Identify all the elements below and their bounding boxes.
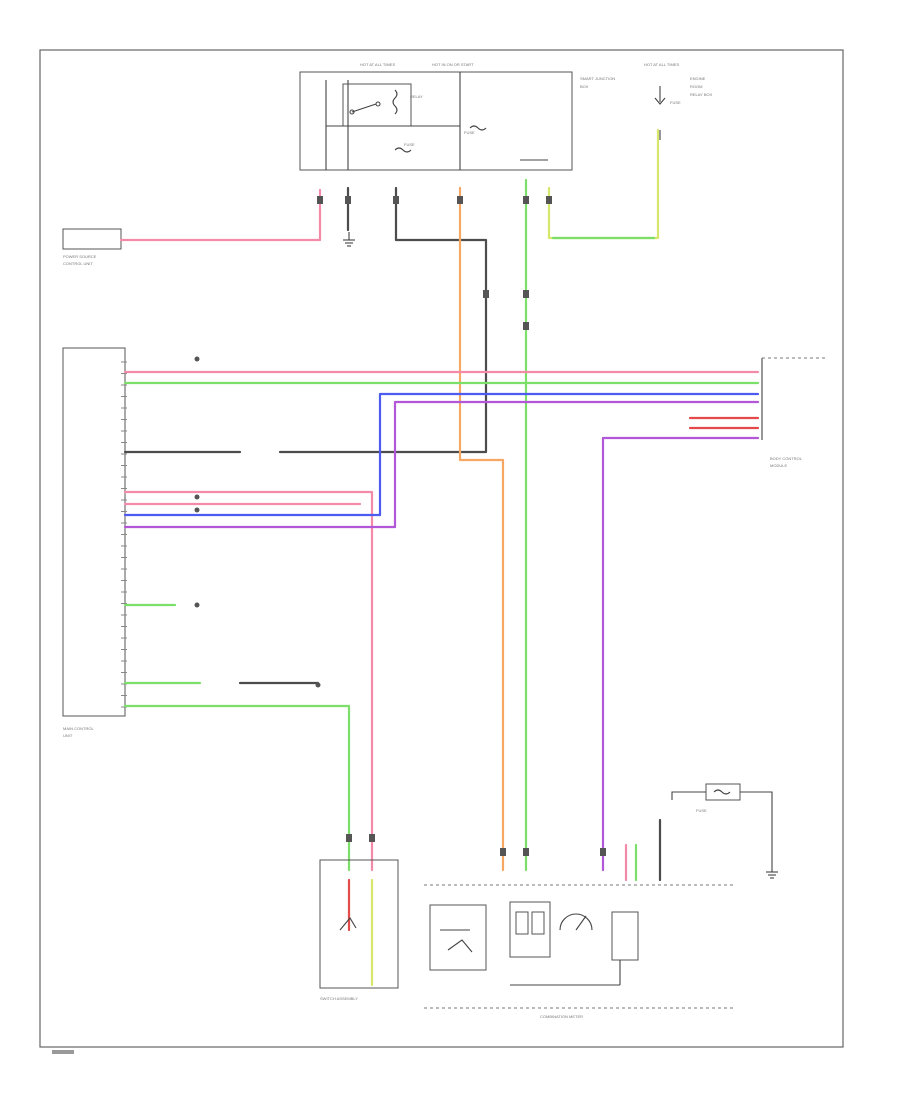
right-connector: BODY CONTROL MODULE (761, 357, 828, 468)
wire-darkgray-loop (278, 186, 488, 454)
svg-text:FUSE: FUSE (696, 808, 707, 813)
svg-text:FUSE: FUSE (404, 142, 415, 147)
svg-text:MODULE: MODULE (770, 463, 787, 468)
svg-text:CONTROL UNIT: CONTROL UNIT (63, 261, 93, 266)
left-top-connector-box (62, 228, 122, 250)
svg-text:ENGINE: ENGINE (690, 76, 706, 81)
inline-connectors (194, 196, 606, 856)
wire-pink-top (119, 188, 322, 242)
footer-code (52, 1050, 74, 1054)
svg-text:POWER SOURCE: POWER SOURCE (63, 254, 97, 259)
svg-text:COMBINATION METER: COMBINATION METER (540, 1014, 583, 1019)
wire-violet-right (601, 436, 760, 872)
svg-text:HOT AT ALL TIMES: HOT AT ALL TIMES (644, 62, 679, 67)
junction-block: HOT AT ALL TIMES HOT IN ON OR START SMAR… (299, 62, 615, 171)
svg-text:MAIN CONTROL: MAIN CONTROL (63, 726, 94, 731)
svg-text:SWITCH ASSEMBLY: SWITCH ASSEMBLY (320, 996, 358, 1001)
wire-yellowgreen-top (547, 128, 660, 240)
ground-symbol-upper (343, 232, 355, 247)
svg-text:HOT AT ALL TIMES: HOT AT ALL TIMES (360, 62, 395, 67)
wire-blue-bus (378, 392, 760, 517)
svg-text:RELAY BOX: RELAY BOX (690, 92, 713, 97)
svg-text:RELAY: RELAY (410, 94, 423, 99)
bottom-right-fuse: FUSE (671, 783, 778, 879)
svg-text:BODY CONTROL: BODY CONTROL (770, 456, 803, 461)
combination-meter: COMBINATION METER (424, 818, 736, 1019)
diagram-frame (39, 49, 844, 1048)
svg-text:UNIT: UNIT (63, 733, 73, 738)
wire-pink-bus-2 (123, 490, 374, 872)
wire-orange (458, 186, 505, 872)
wire-green-module-bottom (123, 704, 351, 872)
svg-text:BOX: BOX (580, 84, 589, 89)
svg-text:FUSE: FUSE (670, 100, 681, 105)
svg-text:ROOM: ROOM (690, 84, 702, 89)
control-module: MAIN CONTROL UNIT (62, 347, 127, 738)
svg-text:HOT IN ON OR START: HOT IN ON OR START (432, 62, 474, 67)
bottom-switch-component: SWITCH ASSEMBLY (319, 859, 399, 1001)
svg-text:FUSE: FUSE (464, 130, 475, 135)
svg-text:SMART JUNCTION: SMART JUNCTION (580, 76, 615, 81)
top-right-connector: HOT AT ALL TIMES ENGINE ROOM RELAY BOX F… (644, 62, 713, 140)
wire-violet-bus (393, 400, 760, 529)
